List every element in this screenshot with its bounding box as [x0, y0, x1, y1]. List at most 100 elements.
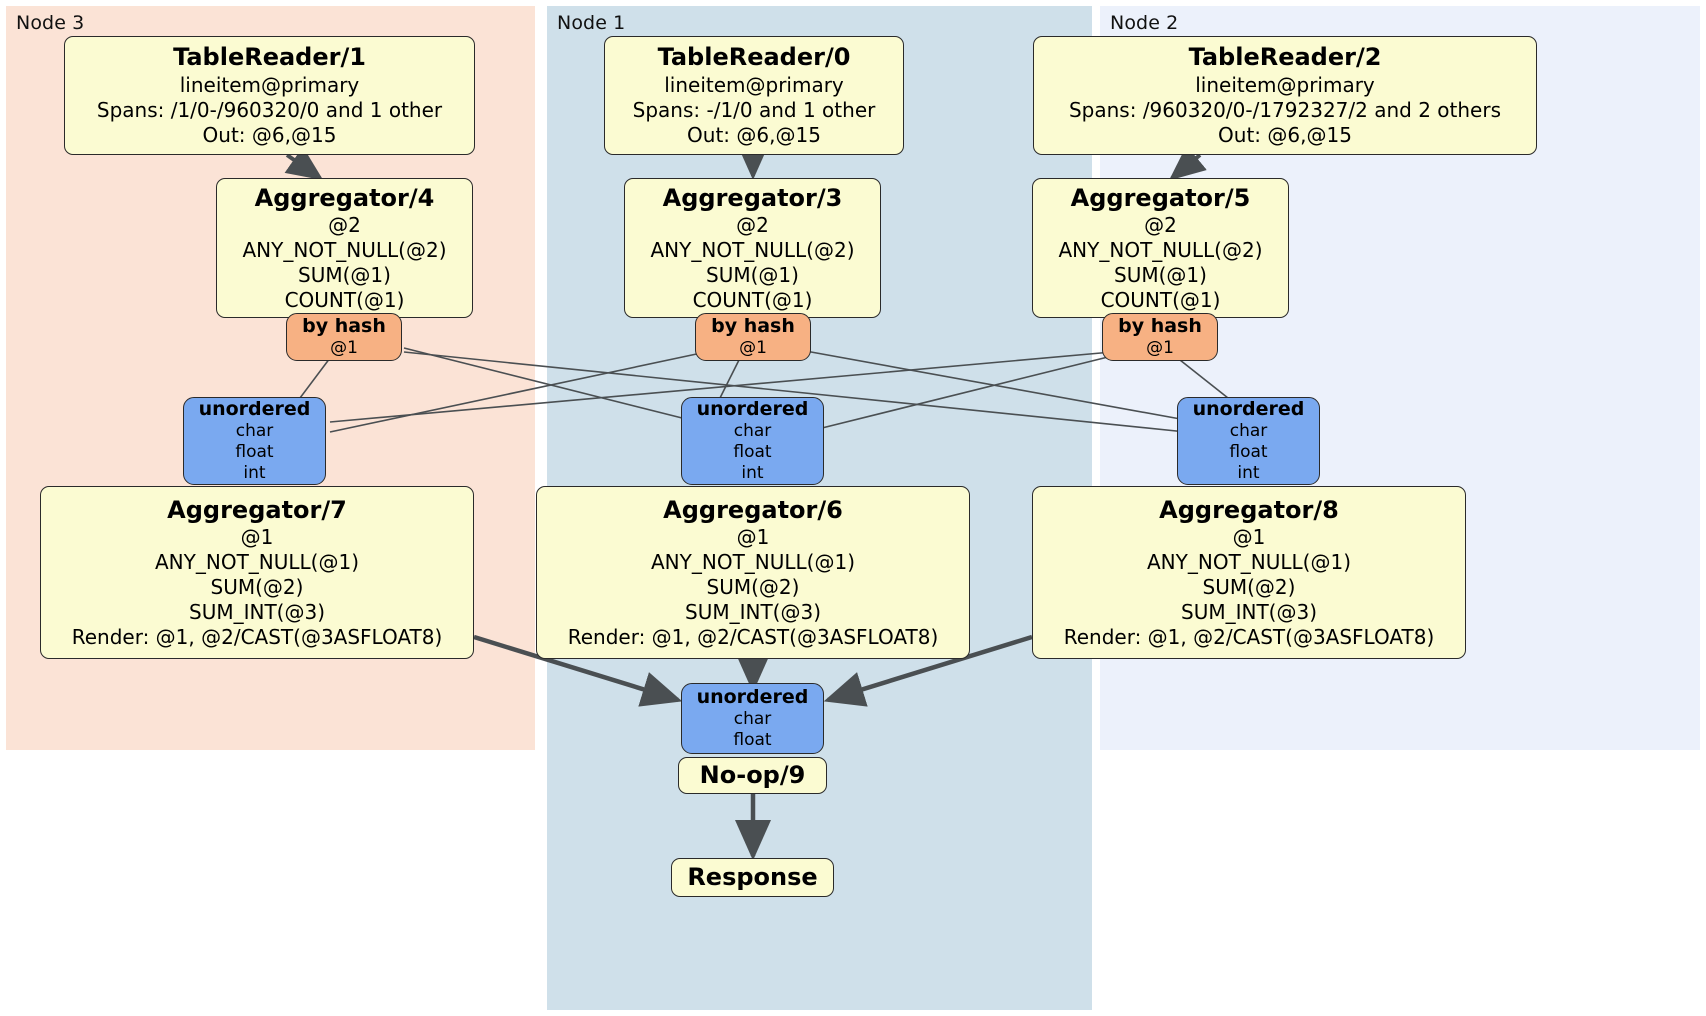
- processor-response[interactable]: Response: [671, 858, 834, 897]
- by-hash-3-column: @1: [739, 338, 767, 359]
- edge-hash3-to-unordered7: [329, 351, 707, 433]
- unordered-8-type-2: int: [1237, 463, 1260, 484]
- aggregator-3-group: @2: [736, 213, 769, 238]
- aggregator-8-group: @1: [1232, 525, 1266, 550]
- aggregator-5-title: Aggregator/5: [1070, 183, 1251, 212]
- edge-hash3-to-unordered6: [719, 357, 741, 399]
- receiver-unordered-final[interactable]: unordered char float: [681, 683, 824, 754]
- aggregator-7-group: @1: [240, 525, 274, 550]
- aggregator-4-title: Aggregator/4: [254, 183, 435, 212]
- aggregator-5-any-not-null: ANY_NOT_NULL(@2): [1058, 238, 1263, 263]
- unordered-7-title: unordered: [198, 397, 311, 420]
- aggregator-4-group: @2: [328, 213, 361, 238]
- aggregator-3-sum: SUM(@1): [706, 262, 799, 287]
- edge-hash5-to-unordered6: [821, 355, 1113, 429]
- unordered-6-type-2: int: [741, 463, 764, 484]
- region-node-3-label: Node 3: [16, 12, 85, 34]
- aggregator-6-sum-int: SUM_INT(@3): [685, 599, 821, 624]
- region-node-2-label: Node 2: [1110, 12, 1179, 34]
- router-by-hash-5[interactable]: by hash @1: [1102, 313, 1218, 361]
- unordered-7-type-2: int: [243, 463, 266, 484]
- aggregator-5-sum: SUM(@1): [1114, 262, 1207, 287]
- by-hash-4-title: by hash: [302, 314, 386, 337]
- edge-tr2-agg5: [1168, 145, 1207, 181]
- unordered-6-title: unordered: [696, 397, 809, 420]
- unordered-final-title: unordered: [696, 685, 809, 708]
- tablereader-0-table: lineitem@primary: [664, 73, 844, 98]
- edge-tr1-agg4: [284, 146, 324, 181]
- aggregator-8-title: Aggregator/8: [1159, 495, 1339, 524]
- edge-hash4-to-unordered6: [403, 347, 691, 421]
- tablereader-0-spans: Spans: -/1/0 and 1 other: [632, 97, 876, 122]
- edge-hash5-to-unordered8: [1179, 359, 1229, 399]
- aggregator-4-count: COUNT(@1): [284, 287, 405, 312]
- tablereader-2-title: TableReader/2: [1188, 43, 1382, 72]
- processor-aggregator-5[interactable]: Aggregator/5 @2 ANY_NOT_NULL(@2) SUM(@1)…: [1032, 178, 1289, 318]
- aggregator-7-sum: SUM(@2): [210, 574, 304, 599]
- aggregator-7-sum-int: SUM_INT(@3): [189, 599, 325, 624]
- processor-aggregator-6[interactable]: Aggregator/6 @1 ANY_NOT_NULL(@1) SUM(@2)…: [536, 486, 970, 659]
- tablereader-0-title: TableReader/0: [657, 43, 851, 72]
- edge-hash4-to-unordered8: [403, 351, 1187, 433]
- aggregator-3-title: Aggregator/3: [662, 183, 843, 212]
- tablereader-1-spans: Spans: /1/0-/960320/0 and 1 other: [96, 97, 443, 122]
- aggregator-5-group: @2: [1144, 213, 1177, 238]
- response-title: Response: [687, 862, 818, 891]
- tablereader-1-out: Out: @6,@15: [202, 122, 337, 147]
- edge-hash5-to-unordered7: [329, 351, 1113, 423]
- processor-tablereader-2[interactable]: TableReader/2 lineitem@primary Spans: /9…: [1033, 36, 1537, 155]
- tablereader-2-spans: Spans: /960320/0-/1792327/2 and 2 others: [1068, 97, 1501, 122]
- processor-aggregator-3[interactable]: Aggregator/3 @2 ANY_NOT_NULL(@2) SUM(@1)…: [624, 178, 881, 318]
- tablereader-2-out: Out: @6,@15: [1218, 122, 1352, 147]
- unordered-8-type-1: float: [1229, 442, 1268, 463]
- receiver-unordered-8[interactable]: unordered char float int: [1177, 397, 1320, 485]
- processor-tablereader-0[interactable]: TableReader/0 lineitem@primary Spans: -/…: [604, 36, 904, 155]
- router-by-hash-3[interactable]: by hash @1: [695, 313, 811, 361]
- receiver-unordered-7[interactable]: unordered char float int: [183, 397, 326, 485]
- by-hash-4-column: @1: [330, 338, 358, 359]
- processor-aggregator-8[interactable]: Aggregator/8 @1 ANY_NOT_NULL(@1) SUM(@2)…: [1032, 486, 1466, 659]
- aggregator-4-sum: SUM(@1): [298, 262, 391, 287]
- tablereader-1-table: lineitem@primary: [179, 73, 360, 98]
- aggregator-3-any-not-null: ANY_NOT_NULL(@2): [650, 238, 855, 263]
- by-hash-5-title: by hash: [1118, 314, 1202, 337]
- aggregator-8-render: Render: @1, @2/CAST(@3ASFLOAT8): [1063, 624, 1435, 649]
- aggregator-3-count: COUNT(@1): [692, 287, 813, 312]
- edge-agg8-to-final: [823, 634, 1033, 707]
- processor-tablereader-1[interactable]: TableReader/1 lineitem@primary Spans: /1…: [64, 36, 475, 155]
- unordered-8-title: unordered: [1192, 397, 1305, 420]
- edge-agg7-to-final: [473, 634, 683, 707]
- aggregator-8-any-not-null: ANY_NOT_NULL(@1): [1147, 550, 1351, 575]
- aggregator-5-count: COUNT(@1): [1100, 287, 1221, 312]
- unordered-6-type-0: char: [733, 421, 772, 442]
- aggregator-6-render: Render: @1, @2/CAST(@3ASFLOAT8): [567, 624, 939, 649]
- tablereader-0-out: Out: @6,@15: [687, 122, 821, 147]
- aggregator-6-group: @1: [736, 525, 770, 550]
- router-by-hash-4[interactable]: by hash @1: [286, 313, 402, 361]
- aggregator-6-any-not-null: ANY_NOT_NULL(@1): [651, 550, 855, 575]
- unordered-final-type-0: char: [733, 709, 772, 730]
- aggregator-4-any-not-null: ANY_NOT_NULL(@2): [242, 238, 447, 263]
- by-hash-3-title: by hash: [711, 314, 795, 337]
- unordered-final-type-1: float: [733, 730, 772, 751]
- edge-hash4-to-unordered7: [299, 357, 331, 399]
- aggregator-6-sum: SUM(@2): [706, 574, 800, 599]
- unordered-7-type-1: float: [235, 442, 274, 463]
- unordered-8-type-0: char: [1229, 421, 1268, 442]
- tablereader-1-title: TableReader/1: [173, 43, 366, 72]
- processor-aggregator-7[interactable]: Aggregator/7 @1 ANY_NOT_NULL(@1) SUM(@2)…: [40, 486, 474, 659]
- aggregator-7-any-not-null: ANY_NOT_NULL(@1): [155, 550, 359, 575]
- aggregator-7-title: Aggregator/7: [167, 495, 347, 524]
- processor-aggregator-4[interactable]: Aggregator/4 @2 ANY_NOT_NULL(@2) SUM(@1)…: [216, 178, 473, 318]
- noop-9-title: No-op/9: [699, 760, 806, 789]
- aggregator-7-render: Render: @1, @2/CAST(@3ASFLOAT8): [71, 624, 443, 649]
- unordered-7-type-0: char: [235, 421, 274, 442]
- aggregator-8-sum-int: SUM_INT(@3): [1181, 599, 1317, 624]
- aggregator-8-sum: SUM(@2): [1202, 574, 1296, 599]
- aggregator-6-title: Aggregator/6: [663, 495, 843, 524]
- processor-noop-9[interactable]: No-op/9: [678, 757, 827, 794]
- region-node-1-label: Node 1: [557, 12, 626, 34]
- receiver-unordered-6[interactable]: unordered char float int: [681, 397, 824, 485]
